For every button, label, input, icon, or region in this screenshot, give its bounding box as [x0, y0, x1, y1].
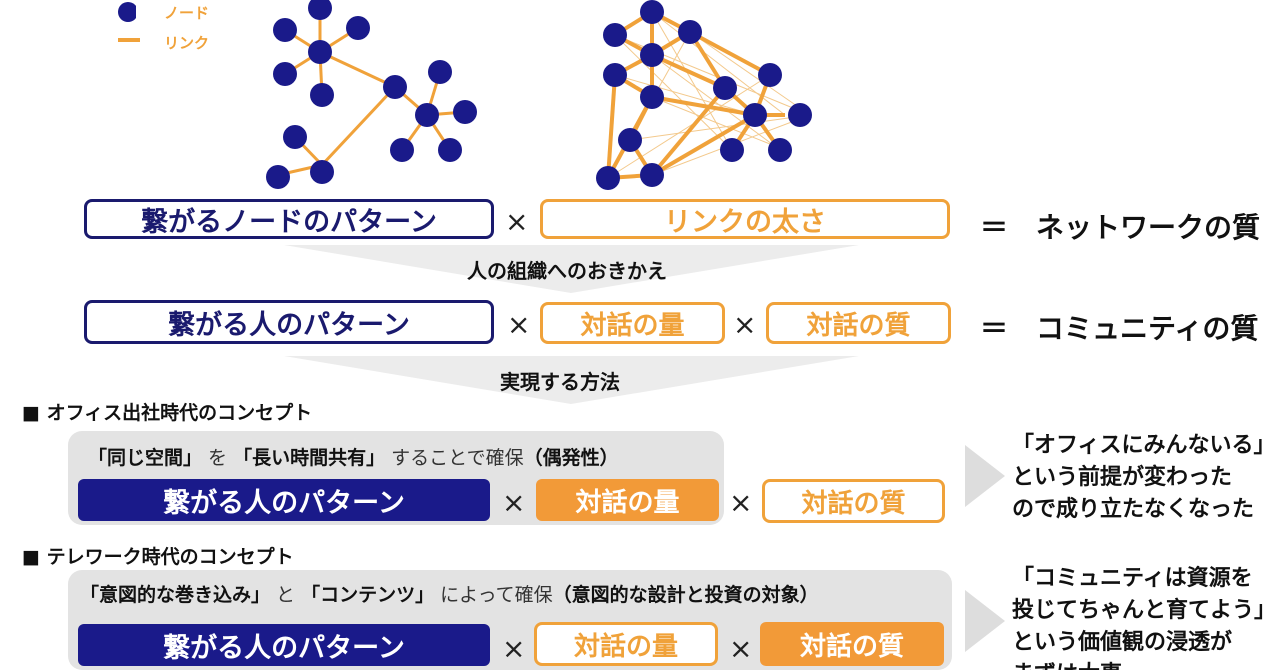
section1-dialogue-quality-box: 対話の質: [762, 479, 945, 523]
section2-pointer-arrow: [965, 590, 1005, 652]
section1-pointer-arrow: [965, 445, 1005, 507]
link-legend-icon: [118, 38, 140, 42]
section2-dialogue-amount-box: 対話の量: [534, 622, 718, 666]
down-arrow-1: [284, 245, 859, 293]
section2-people-pattern-box: 繋がる人のパターン: [78, 624, 490, 666]
section1-people-pattern-box: 繋がる人のパターン: [78, 479, 490, 521]
section1-note: 「オフィスにみんないる」 という前提が変わった ので成り立たなくなった: [1012, 433, 1276, 522]
legend-link-label: リンク: [164, 34, 210, 52]
row1-times: ×: [505, 205, 529, 238]
section1-times-1: ×: [502, 486, 526, 519]
section1-times-2: ×: [729, 486, 753, 519]
dense-network-graph: [596, 0, 812, 190]
row2-times-2: ×: [733, 308, 757, 341]
node-pattern-box: 繋がるノードのパターン: [84, 199, 494, 239]
arrow2-label: 実現する方法: [500, 370, 620, 394]
section2-concept: 「意図的な巻き込み」 と 「コンテンツ」 によって確保（意図的な設計と投資の対象…: [80, 584, 819, 606]
section2-times-2: ×: [729, 632, 753, 665]
sparse-network-graph: [266, 0, 477, 189]
legend-node-label: ノード: [164, 4, 210, 22]
dialogue-amount-box: 対話の量: [540, 302, 725, 344]
row2-times-1: ×: [507, 308, 531, 341]
section2-times-1: ×: [502, 632, 526, 665]
section2-heading: ■ テレワーク時代のコンセプト: [22, 546, 294, 568]
section2-note: 「コミュニティは資源を 投じてちゃんと育てよう」 という価値観の浸透が まずは大…: [1012, 566, 1277, 670]
node-legend-icon: [118, 2, 136, 22]
section2-dialogue-quality-box: 対話の質: [760, 622, 944, 666]
dialogue-quality-box: 対話の質: [766, 302, 951, 344]
arrow1-label: 人の組織へのおきかえ: [467, 259, 667, 283]
section1-concept: 「同じ空間」 を 「長い時間共有」 することで確保（偶発性）: [88, 447, 619, 469]
link-thickness-box: リンクの太さ: [540, 199, 950, 239]
legend: ノード リンク: [116, 0, 236, 60]
community-quality-label: ＝ コミュニティの質: [980, 312, 1259, 345]
network-quality-label: ＝ ネットワークの質: [980, 211, 1261, 244]
section1-heading: ■ オフィス出社時代のコンセプト: [22, 402, 313, 424]
section1-dialogue-amount-box: 対話の量: [536, 479, 719, 521]
down-arrow-2: [284, 356, 859, 404]
people-pattern-box: 繋がる人のパターン: [84, 300, 494, 344]
